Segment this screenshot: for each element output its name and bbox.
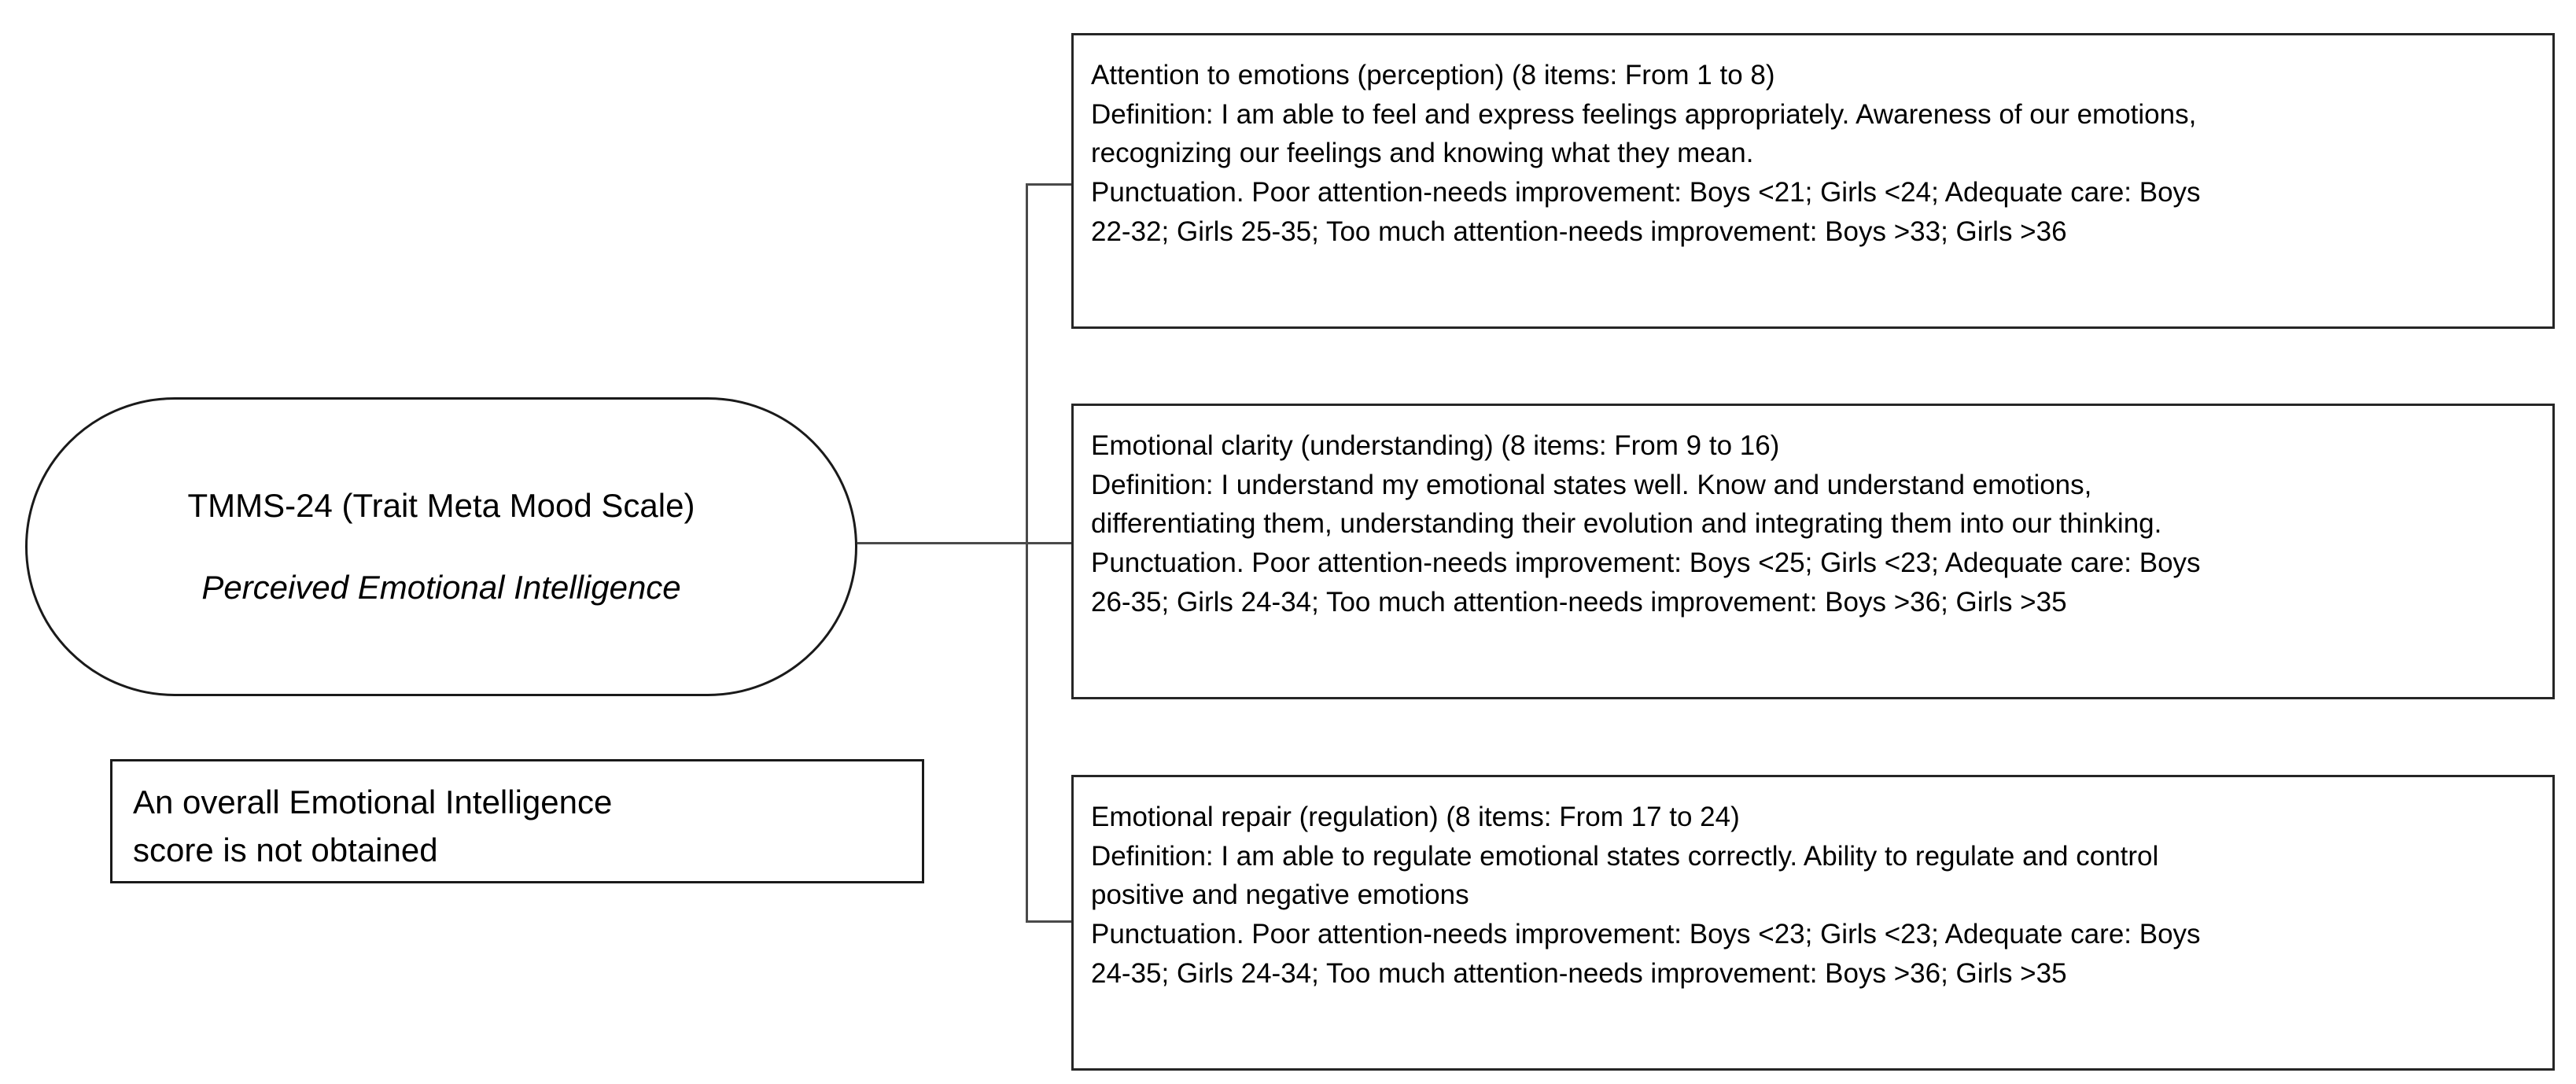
dimension-punctuation-line-1: Punctuation. Poor attention-needs improv… [1091, 548, 2201, 579]
dimension-punctuation-line-1: Punctuation. Poor attention-needs improv… [1091, 177, 2201, 208]
connector-root-to-trunk [857, 542, 1028, 544]
connector-stub-dimension-2 [1026, 542, 1073, 544]
connector-vertical-trunk [1026, 183, 1028, 923]
dimension-definition-line-1: Definition: I am able to feel and expres… [1091, 98, 2197, 130]
note-box-no-overall-score: An overall Emotional Intelligence score … [110, 759, 924, 883]
root-node-subtitle: Perceived Emotional Intelligence [201, 569, 681, 606]
dimension-heading: Emotional repair (regulation) (8 items: … [1091, 802, 1740, 832]
note-line-2: score is not obtained [133, 831, 438, 868]
dimension-definition-line-1: Definition: I understand my emotional st… [1091, 469, 2092, 500]
connector-stub-dimension-3 [1026, 920, 1073, 923]
dimension-box-emotional-repair: Emotional repair (regulation) (8 items: … [1071, 775, 2555, 1071]
dimension-box-attention-to-emotions: Attention to emotions (perception) (8 it… [1071, 33, 2555, 329]
dimension-heading: Emotional clarity (understanding) (8 ite… [1091, 430, 1780, 461]
note-line-1: An overall Emotional Intelligence [133, 784, 613, 820]
dimension-definition-line-2: recognizing our feelings and knowing wha… [1091, 138, 1754, 169]
dimension-definition-line-1: Definition: I am able to regulate emotio… [1091, 840, 2159, 872]
dimension-punctuation-line-2: 24-35; Girls 24-34; Too much attention-n… [1091, 957, 2067, 989]
dimension-punctuation-line-2: 22-32; Girls 25-35; Too much attention-n… [1091, 216, 2067, 247]
dimension-definition-line-2: positive and negative emotions [1091, 879, 1469, 911]
root-node-title: TMMS-24 (Trait Meta Mood Scale) [187, 486, 695, 524]
root-node-tmms24: TMMS-24 (Trait Meta Mood Scale) Perceive… [25, 397, 857, 696]
dimension-heading: Attention to emotions (perception) (8 it… [1091, 60, 1775, 90]
dimension-box-emotional-clarity: Emotional clarity (understanding) (8 ite… [1071, 404, 2555, 699]
connector-stub-dimension-1 [1026, 183, 1073, 186]
dimension-punctuation-line-1: Punctuation. Poor attention-needs improv… [1091, 919, 2201, 950]
dimension-punctuation-line-2: 26-35; Girls 24-34; Too much attention-n… [1091, 586, 2067, 618]
dimension-definition-line-2: differentiating them, understanding thei… [1091, 508, 2162, 540]
